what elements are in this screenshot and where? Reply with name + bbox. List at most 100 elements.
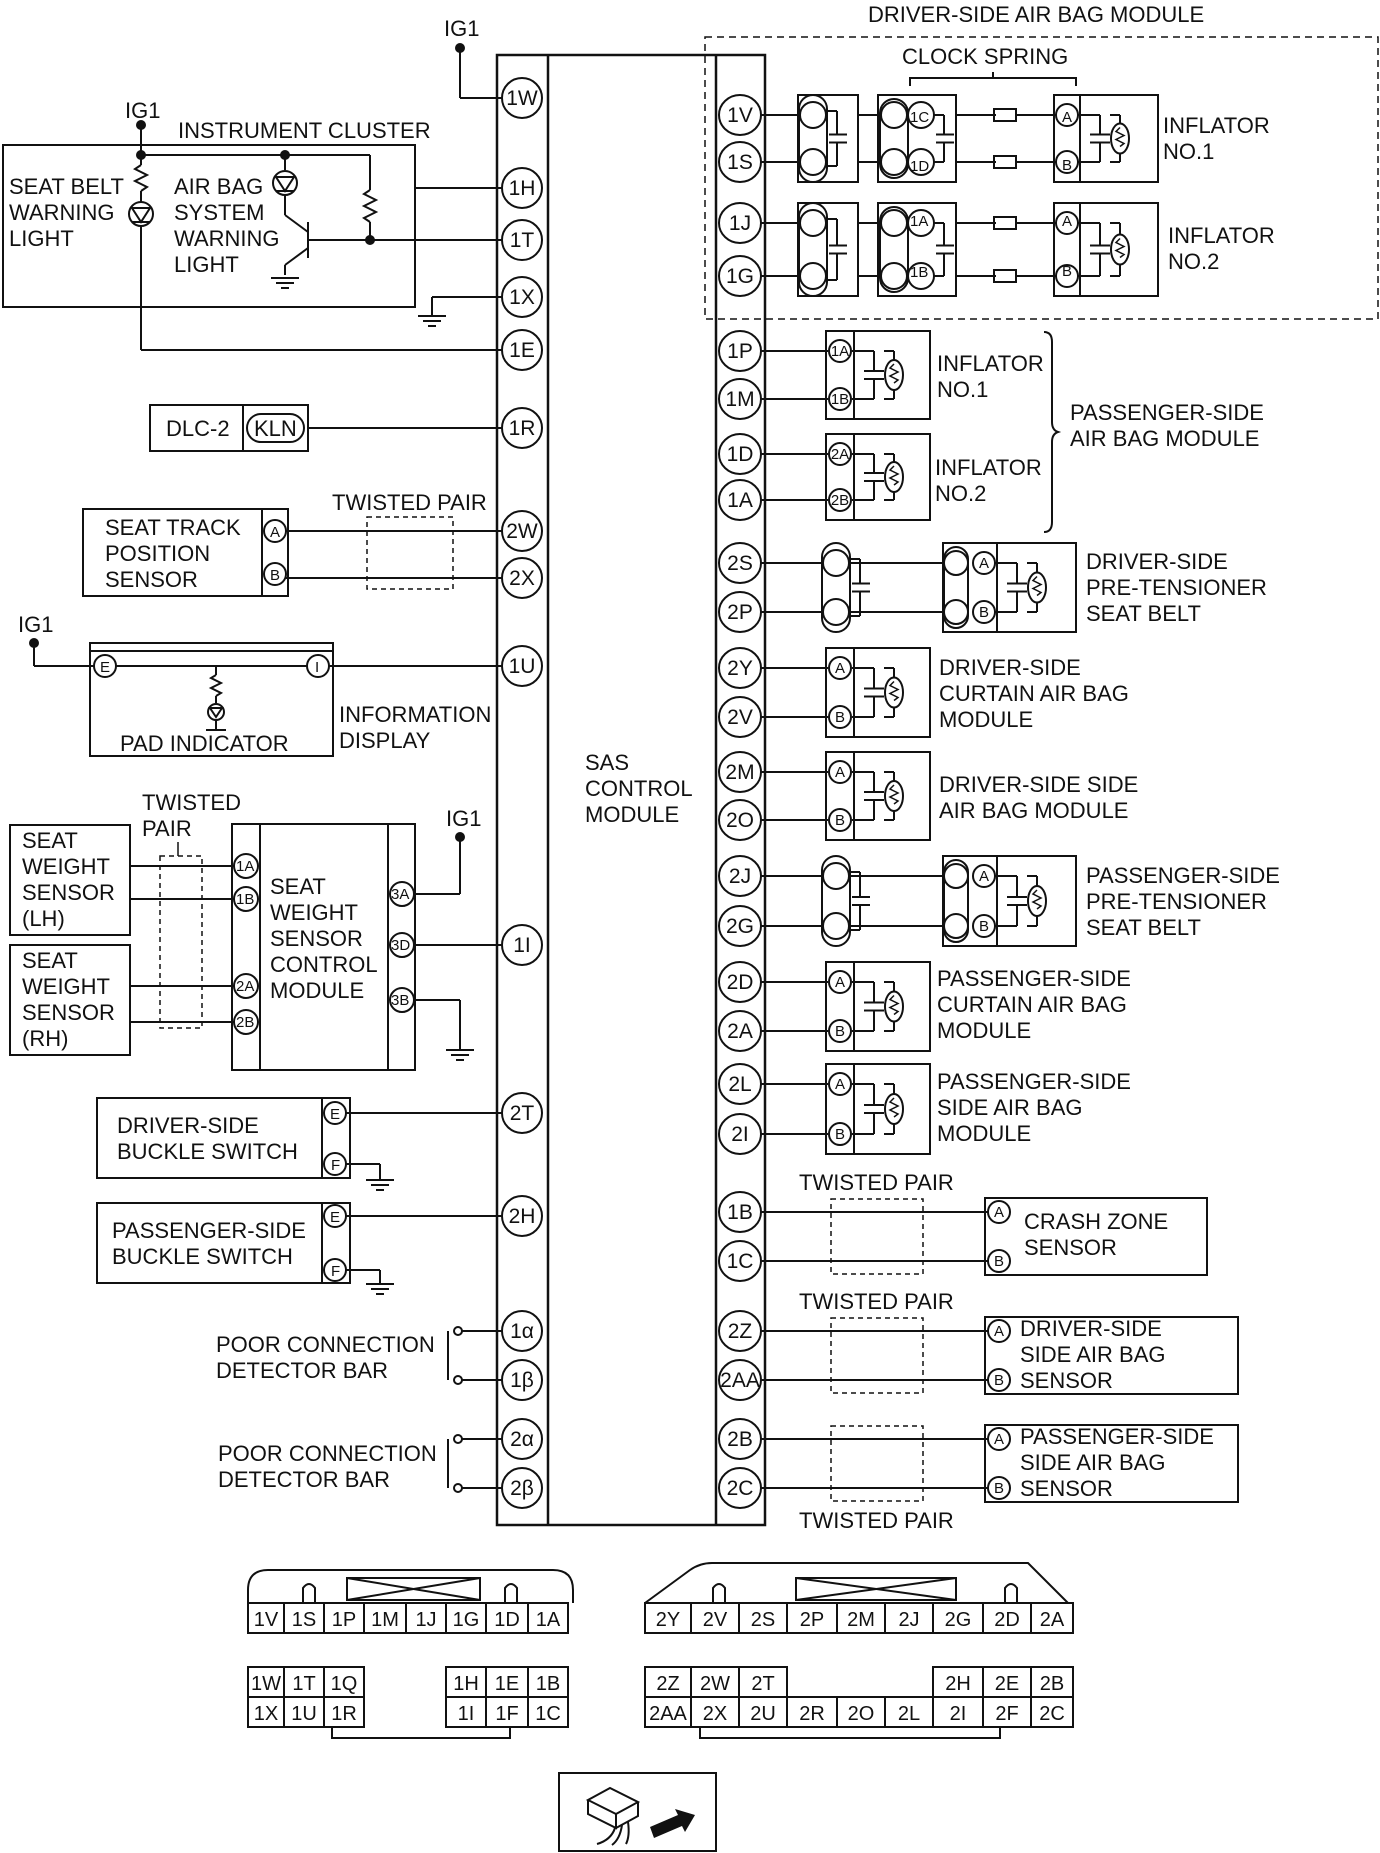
passenger-airbag-title-l1: PASSENGER-SIDE bbox=[1070, 400, 1264, 425]
right-pin-column: 1V1S1J1G1P1M1D1A2S2P2Y2V2M2O2J2G2D2A2L2I… bbox=[718, 94, 762, 1509]
driver-inf2-term-a: A bbox=[1062, 213, 1072, 230]
swslh-l4: (LH) bbox=[22, 906, 65, 931]
connector2-cell-2P: 2P bbox=[800, 1609, 824, 1631]
pin-label-2AA: 2AA bbox=[720, 1369, 760, 1392]
driver-inflator2-l1: INFLATOR bbox=[1168, 223, 1275, 248]
instrument-cluster-title: INSTRUMENT CLUSTER bbox=[178, 118, 431, 143]
passenger-inflator-1-term-1: 1A bbox=[831, 343, 849, 360]
pcdb2-l2: DETECTOR BAR bbox=[218, 1467, 390, 1492]
module-label-2: CONTROL bbox=[585, 776, 693, 801]
twisted-pair-sws-2: PAIR bbox=[142, 816, 192, 841]
driver-pretensioner-term-b: B bbox=[979, 604, 989, 621]
drv-side-airbag-l2: AIR BAG MODULE bbox=[939, 798, 1128, 823]
ig1-label-sws: IG1 bbox=[446, 806, 481, 831]
passenger-pretensioner-term-b: B bbox=[979, 918, 989, 935]
connector2-cell-2X: 2X bbox=[703, 1703, 727, 1725]
driver-inflator1-l2: NO.1 bbox=[1163, 139, 1214, 164]
pin-1P: 1P bbox=[718, 330, 762, 372]
pin-2J: 2J bbox=[718, 855, 762, 897]
passenger-curtain-module-term-1: A bbox=[835, 974, 845, 991]
pin-label-1X: 1X bbox=[509, 286, 535, 309]
driver-inflator2-l2: NO.2 bbox=[1168, 249, 1219, 274]
pas-sensor-l3: SENSOR bbox=[1020, 1476, 1113, 1501]
swslh-l1: SEAT bbox=[22, 828, 78, 853]
passenger-buckle-term-f: F bbox=[331, 1263, 340, 1280]
pin-label-1D: 1D bbox=[727, 443, 754, 466]
pin-label-2V: 2V bbox=[727, 706, 753, 729]
swsrh-l1: SEAT bbox=[22, 948, 78, 973]
passenger-inflator-2-term-1: 2A bbox=[831, 446, 849, 463]
passenger-airbag-title-l2: AIR BAG MODULE bbox=[1070, 426, 1259, 451]
clock-term-1b: 1B bbox=[910, 264, 928, 281]
passenger-buckle-l2: BUCKLE SWITCH bbox=[112, 1244, 293, 1269]
connector1-cell-1V: 1V bbox=[254, 1609, 279, 1631]
driver-buckle-switch: DRIVER-SIDE BUCKLE SWITCH E F bbox=[96, 1097, 502, 1191]
information-display: IG1 E I PAD INDICATOR INFORMATION DISPLA… bbox=[18, 612, 502, 757]
ig1-label-info: IG1 bbox=[18, 612, 53, 637]
pas-sensor-l2: SIDE AIR BAG bbox=[1020, 1450, 1166, 1475]
driver-inf1-term-a: A bbox=[1062, 109, 1072, 126]
connector1-cell-1U: 1U bbox=[291, 1703, 317, 1725]
seat-belt-light-l1: SEAT BELT bbox=[9, 174, 124, 199]
pin-label-1E: 1E bbox=[509, 339, 535, 362]
passenger-inflator1-l1: INFLATOR bbox=[937, 351, 1044, 376]
pin-label-1U: 1U bbox=[509, 655, 536, 678]
passenger-side-airbag-sensor-term-b: B bbox=[994, 1480, 1004, 1497]
pin-1M: 1M bbox=[718, 378, 762, 420]
swsrh-l4: (RH) bbox=[22, 1026, 68, 1051]
connector2-cell-2Z: 2Z bbox=[656, 1673, 679, 1695]
driver-airbag-circuits bbox=[761, 94, 1159, 297]
crash-zone-sensor-term-b: B bbox=[994, 1253, 1004, 1270]
driver-inf2-term-b: B bbox=[1062, 263, 1072, 280]
info-term-e: E bbox=[100, 659, 110, 676]
driver-side-airbag-sensor-term-b: B bbox=[994, 1372, 1004, 1389]
sws-term-3d: 3D bbox=[391, 937, 410, 954]
ground-1x bbox=[417, 296, 502, 327]
pin-2T: 2T bbox=[501, 1092, 543, 1134]
connector1-cell-1T: 1T bbox=[292, 1673, 315, 1695]
pin-label-2C: 2C bbox=[727, 1477, 754, 1500]
pin-label-2α: 2α bbox=[510, 1428, 534, 1451]
pin-label-1G: 1G bbox=[726, 265, 754, 288]
crash-zone-sensor: AB bbox=[761, 1197, 1208, 1276]
connector2-cell-2U: 2U bbox=[750, 1703, 776, 1725]
pin-1J: 1J bbox=[718, 202, 762, 244]
pin-1G: 1G bbox=[718, 255, 762, 297]
ig1-feed-1w bbox=[455, 43, 502, 99]
pin-2α: 2α bbox=[501, 1418, 543, 1460]
driver-airbag-title: DRIVER-SIDE AIR BAG MODULE bbox=[868, 2, 1204, 27]
pas-pretensioner-l2: PRE-TENSIONER bbox=[1086, 889, 1267, 914]
pin-label-2T: 2T bbox=[510, 1102, 535, 1125]
twisted-pair-seat-track: TWISTED PAIR bbox=[332, 490, 487, 515]
connector1-cell-1J: 1J bbox=[415, 1609, 436, 1631]
pin-label-2P: 2P bbox=[727, 601, 753, 624]
pin-label-1H: 1H bbox=[509, 177, 536, 200]
module-label-3: MODULE bbox=[585, 802, 679, 827]
pin-label-1A: 1A bbox=[727, 489, 753, 512]
connector1-cell-1Q: 1Q bbox=[331, 1673, 358, 1695]
pin-label-2D: 2D bbox=[727, 971, 754, 994]
connector2-cell-2L: 2L bbox=[898, 1703, 920, 1725]
twisted-pair-pas-sensor: TWISTED PAIR bbox=[799, 1508, 954, 1533]
info-display-l2: DISPLAY bbox=[339, 728, 431, 753]
pin-1I: 1I bbox=[501, 924, 543, 966]
seat-track-term-a: A bbox=[270, 524, 280, 541]
driver-side-air-bag-module: DRIVER-SIDE AIR BAG MODULE CLOCK SPRING bbox=[704, 2, 1379, 320]
seat-weight-sensors: SEAT WEIGHT SENSOR (LH) SEAT WEIGHT SENS… bbox=[9, 790, 502, 1071]
driver-inf1-term-b: B bbox=[1062, 157, 1072, 174]
pin-1β: 1β bbox=[501, 1359, 543, 1401]
pas-side-airbag-l1: PASSENGER-SIDE bbox=[937, 1069, 1131, 1094]
sws-term-1b: 1B bbox=[236, 891, 254, 908]
pas-pretensioner-l1: PASSENGER-SIDE bbox=[1086, 863, 1280, 888]
connector2-cell-2M: 2M bbox=[847, 1609, 875, 1631]
clock-term-1d: 1D bbox=[910, 158, 929, 175]
seat-track-l2: POSITION bbox=[105, 541, 210, 566]
twisted-pair-crash: TWISTED PAIR bbox=[799, 1170, 954, 1195]
pin-1X: 1X bbox=[501, 276, 543, 318]
drv-sensor-l2: SIDE AIR BAG bbox=[1020, 1342, 1166, 1367]
pin-label-2M: 2M bbox=[725, 761, 754, 784]
instrument-cluster: INSTRUMENT CLUSTER IG1 bbox=[2, 98, 502, 351]
sws-term-3b: 3B bbox=[391, 992, 409, 1009]
airbag-light-l3: WARNING bbox=[174, 226, 280, 251]
